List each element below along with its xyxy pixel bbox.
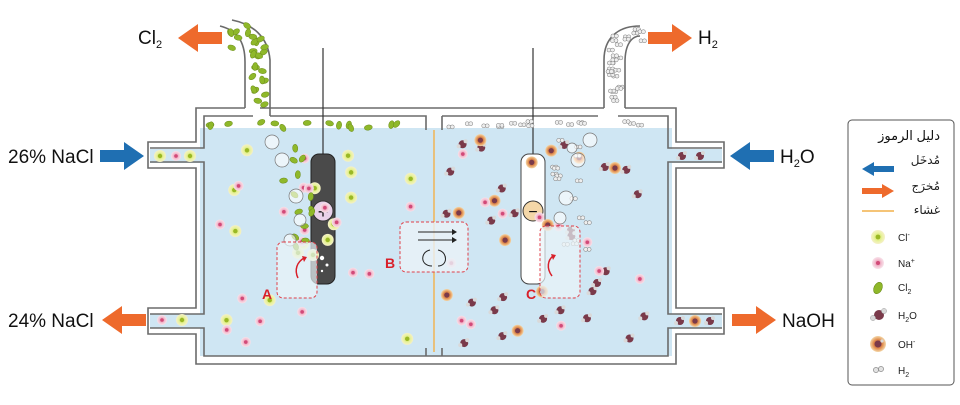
nacl-input-label: 26% NaCl: [8, 147, 94, 168]
cl2-output-arrow: [178, 24, 222, 52]
hydroxide-ion-icon: [870, 336, 886, 352]
legend-membrane-text: غشاء: [914, 203, 940, 217]
zone-b-label: B: [385, 255, 395, 271]
legend-oh-ion-text: OH-: [898, 339, 916, 351]
blue-arrow-icon: [862, 162, 894, 176]
h2o-input-label: H2O: [780, 147, 815, 170]
h2-output-arrow: [648, 24, 692, 52]
particles: [154, 22, 715, 348]
legend-h2-text: H2: [898, 366, 909, 379]
legend: دليل الرموز مُدخَل مُخرَج غشاء Cl- Na+ C…: [847, 119, 955, 386]
naoh-output-label: NaOH: [782, 311, 835, 332]
nacl-output-label: 24% NaCl: [8, 311, 94, 332]
zone-a: A: [262, 241, 318, 302]
zone-a-label: A: [262, 286, 272, 302]
h2-output-label: H2: [698, 28, 718, 51]
legend-cl2-text: Cl2: [898, 283, 911, 296]
legend-h2o-text: H2O: [898, 311, 917, 324]
legend-title: دليل الرموز: [877, 128, 940, 144]
sodium-ion-icon: [872, 257, 884, 269]
h2o-input-arrow: [730, 142, 774, 170]
nacl-output-arrow: [102, 306, 146, 334]
chloride-ion-icon: [871, 230, 885, 244]
water-molecule-icon: [870, 308, 887, 321]
zone-c-label: C: [526, 286, 536, 302]
legend-na-ion-text: Na+: [898, 258, 915, 270]
cathode-sign: −: [528, 204, 537, 221]
hydrogen-molecule-icon: [873, 366, 884, 373]
cl2-output-label: Cl2: [138, 28, 162, 51]
chlorine-molecule-icon: [873, 282, 883, 294]
legend-output-text: مُخرَج: [911, 179, 940, 194]
orange-arrow-icon: [862, 184, 894, 198]
naoh-output-arrow: [732, 306, 776, 334]
nacl-input-arrow: [100, 142, 144, 170]
legend-input-text: مُدخَل: [911, 153, 940, 167]
zone-c: C: [526, 225, 581, 302]
legend-cl-ion-text: Cl-: [898, 232, 910, 244]
zone-b: B: [385, 221, 469, 273]
